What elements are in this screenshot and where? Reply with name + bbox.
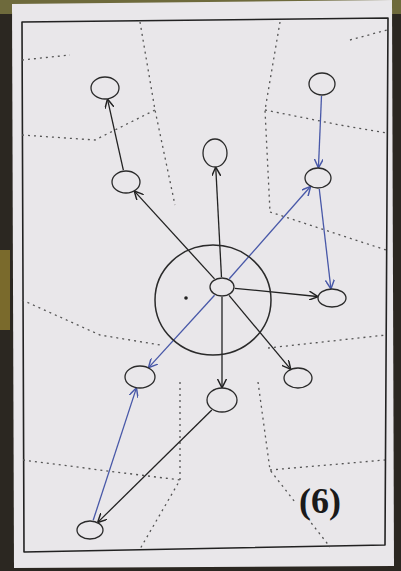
cell-boundary [265,22,280,212]
cell-boundary [350,30,387,40]
ellipse-shape [207,388,237,412]
arrow-connector [216,168,222,277]
ellipse-outline [202,138,228,168]
cell-ellipse [206,387,238,413]
cell-ellipse [304,167,332,189]
cell-boundaries [22,22,387,549]
ellipse-shape [112,171,140,193]
left-light-strip [0,250,10,330]
ellipse-shape [77,521,103,539]
cell-ellipse [124,365,156,389]
cell-boundary [265,110,387,133]
arrow-connector [319,189,331,288]
ellipse-outline [209,277,235,297]
ellipse-outline [308,72,336,96]
ellipse-outline [317,288,347,308]
arrow-connector [98,410,212,522]
cell-ellipse [90,76,120,100]
ellipse-outline [283,367,313,389]
ellipse-shape [284,368,312,388]
arrow-connector [235,288,317,296]
cell-boundary [268,335,386,348]
region-circle [154,244,272,356]
arrow-connector [229,187,310,279]
arrow-connector [149,295,215,367]
ellipse-outline [124,365,156,389]
cell-ellipse [76,520,104,540]
ellipse-shape [203,139,227,167]
arrow-connector [318,96,321,167]
cell-boundary [140,22,175,205]
callout-number: (6) [296,482,344,522]
ellipse-outline [154,244,272,356]
ink-dot [184,296,188,300]
cell-boundary [270,212,386,250]
arrow-connector [221,297,222,387]
cell-boundary [270,460,385,470]
cell-ellipse [209,277,235,297]
paper [12,0,394,568]
cell-ellipse [283,367,313,389]
ellipse-shape [125,366,155,388]
hand-drawn-border [22,18,388,552]
arrow-connector [108,100,124,170]
ellipse-shape [155,245,271,355]
cell-boundary [22,300,160,345]
cell-ellipse [317,288,347,308]
arrow-connector [93,389,136,521]
ellipse-shape [305,168,331,188]
ellipse-outline [206,387,238,413]
ellipse-shape [91,77,119,99]
ellipse-outline [90,76,120,100]
cell-ellipse [111,170,141,194]
ellipse-shape [309,73,335,95]
ellipse-outline [111,170,141,194]
cell-boundary [258,382,330,547]
cell-boundary [140,382,180,549]
ellipse-shape [318,289,346,307]
cell-boundary [23,460,180,480]
ellipse-outline [304,167,332,189]
ellipse-shape [210,278,234,296]
cell-ellipse [308,72,336,96]
cell-boundary [22,55,70,60]
arrow-connector [135,192,215,279]
cell-ellipse [202,138,228,168]
ellipse-outline [76,520,104,540]
cell-boundary [22,110,155,140]
